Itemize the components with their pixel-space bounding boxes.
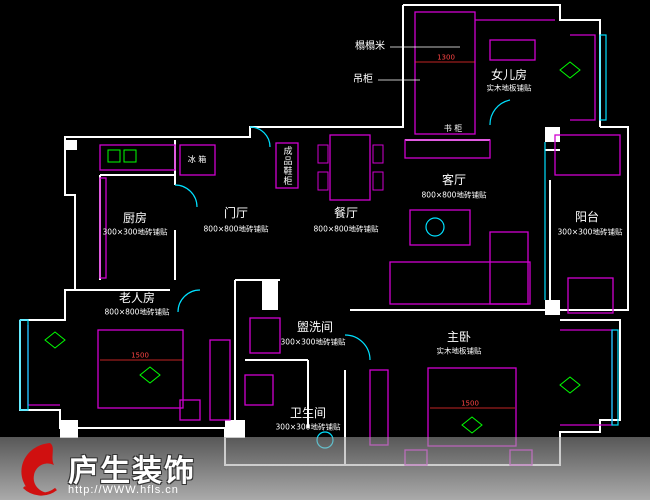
room-floor-dining: 800×800地砖铺贴 <box>313 224 379 234</box>
brand-url: http://WWW.hfls.cn <box>68 484 179 496</box>
pier-balcony-top <box>545 127 560 142</box>
room-floor-kitchen: 300×300地砖铺贴 <box>102 227 168 237</box>
daughter-window-bay <box>570 34 596 121</box>
brand-name: 庐生装饰 <box>68 454 196 489</box>
sofa-chaise <box>489 231 529 305</box>
shower <box>244 374 274 406</box>
elder-bed <box>97 329 184 409</box>
annotation-fridge: 冰 箱 <box>187 155 207 164</box>
elder-pillow <box>139 366 161 384</box>
door-arc-elder <box>177 289 201 313</box>
room-floor-foyer: 800×800地砖铺贴 <box>203 224 269 234</box>
dim-elder-bed: 1500 <box>131 351 149 360</box>
door-arc-entrance <box>249 126 271 148</box>
room-floor-master: 实木地板铺贴 <box>436 346 482 356</box>
door-arc-daughter <box>489 99 511 126</box>
annotation-bookshelf: 书 柜 <box>443 124 463 133</box>
annotation-hanging-cabinet: 吊柜 <box>353 74 373 85</box>
room-name-kitchen: 厨房 <box>122 211 148 225</box>
fridge-box <box>179 144 216 176</box>
cyan-elements <box>19 34 619 449</box>
pier-wash <box>262 280 278 310</box>
annotation-tatami: 榻榻米 <box>355 41 385 52</box>
coffee-table <box>409 209 471 246</box>
annotation-shoe-cabinet: 成品鞋柜 <box>281 146 292 186</box>
coffee-table-ornament <box>425 217 445 237</box>
brand-banner <box>0 437 650 500</box>
chair-4 <box>372 171 384 191</box>
brand-logo-icon <box>21 443 57 496</box>
room-name-living: 客厅 <box>441 173 467 187</box>
green-elements <box>44 61 581 434</box>
shoe-cabinet <box>275 142 299 189</box>
wall-piers <box>60 127 560 438</box>
elder-plant <box>44 331 66 349</box>
elder-wardrobe <box>209 339 231 421</box>
master-pillow <box>461 416 483 434</box>
washing-machine <box>567 277 614 314</box>
room-floor-daughter: 实木地板铺贴 <box>486 83 532 93</box>
room-name-toilet: 卫生间 <box>289 406 327 420</box>
pier-sw <box>60 420 78 438</box>
door-arc-master <box>344 334 371 361</box>
room-name-foyer: 门厅 <box>223 206 249 220</box>
pier-balcony-bottom <box>545 300 560 315</box>
room-name-master: 主卧 <box>446 330 472 344</box>
room-name-washroom: 盥洗间 <box>296 320 334 334</box>
room-floor-toilet: 300×300地砖铺贴 <box>275 422 341 432</box>
kitchen-counter-left <box>99 177 107 279</box>
chair-1 <box>317 144 329 164</box>
daughter-desk <box>489 39 536 61</box>
kitchen-counter-top <box>99 144 176 171</box>
room-name-dining: 餐厅 <box>333 206 359 220</box>
room-floor-balcony: 300×300地砖铺贴 <box>557 227 623 237</box>
daughter-window <box>599 34 607 121</box>
room-name-daughter: 女儿房 <box>490 68 528 82</box>
pier-kitchen <box>65 140 77 150</box>
wash-basin <box>249 317 281 354</box>
room-floor-washroom: 300×300地砖铺贴 <box>280 337 346 347</box>
pier-elder <box>225 420 245 438</box>
balcony-sink <box>554 134 621 176</box>
wall-east <box>560 126 629 311</box>
dining-chairs <box>317 144 384 191</box>
room-name-elder: 老人房 <box>118 291 156 305</box>
magenta-elements <box>27 11 621 466</box>
dining-table <box>329 134 371 201</box>
room-name-balcony: 阳台 <box>574 210 600 224</box>
elder-window <box>19 319 29 411</box>
wall-north-right <box>403 4 601 127</box>
room-floor-living: 800×800地砖铺贴 <box>421 190 487 200</box>
stove-burner-1 <box>107 149 121 163</box>
dim-daughter-bed: 1300 <box>437 53 455 62</box>
wall-west <box>20 5 404 321</box>
dimension-lines <box>100 61 515 409</box>
living-cabinet <box>404 139 491 159</box>
leaders <box>378 46 460 81</box>
room-floor-elder: 800×800地砖铺贴 <box>104 307 170 317</box>
dim-master-bed: 1500 <box>461 399 479 408</box>
wall-south-west <box>19 320 225 429</box>
master-plant <box>559 376 581 394</box>
chair-3 <box>372 144 384 164</box>
sofa <box>389 261 531 305</box>
master-window <box>611 329 619 426</box>
daughter-tatami <box>414 11 476 135</box>
elder-window-bay <box>27 325 60 406</box>
master-window-bay <box>560 329 613 426</box>
chair-2 <box>317 171 329 191</box>
door-arc-kitchen <box>174 184 198 208</box>
elder-nightstand <box>179 399 201 421</box>
stove-burner-2 <box>123 149 137 163</box>
master-wardrobe <box>369 369 389 446</box>
daughter-plant <box>559 61 581 79</box>
